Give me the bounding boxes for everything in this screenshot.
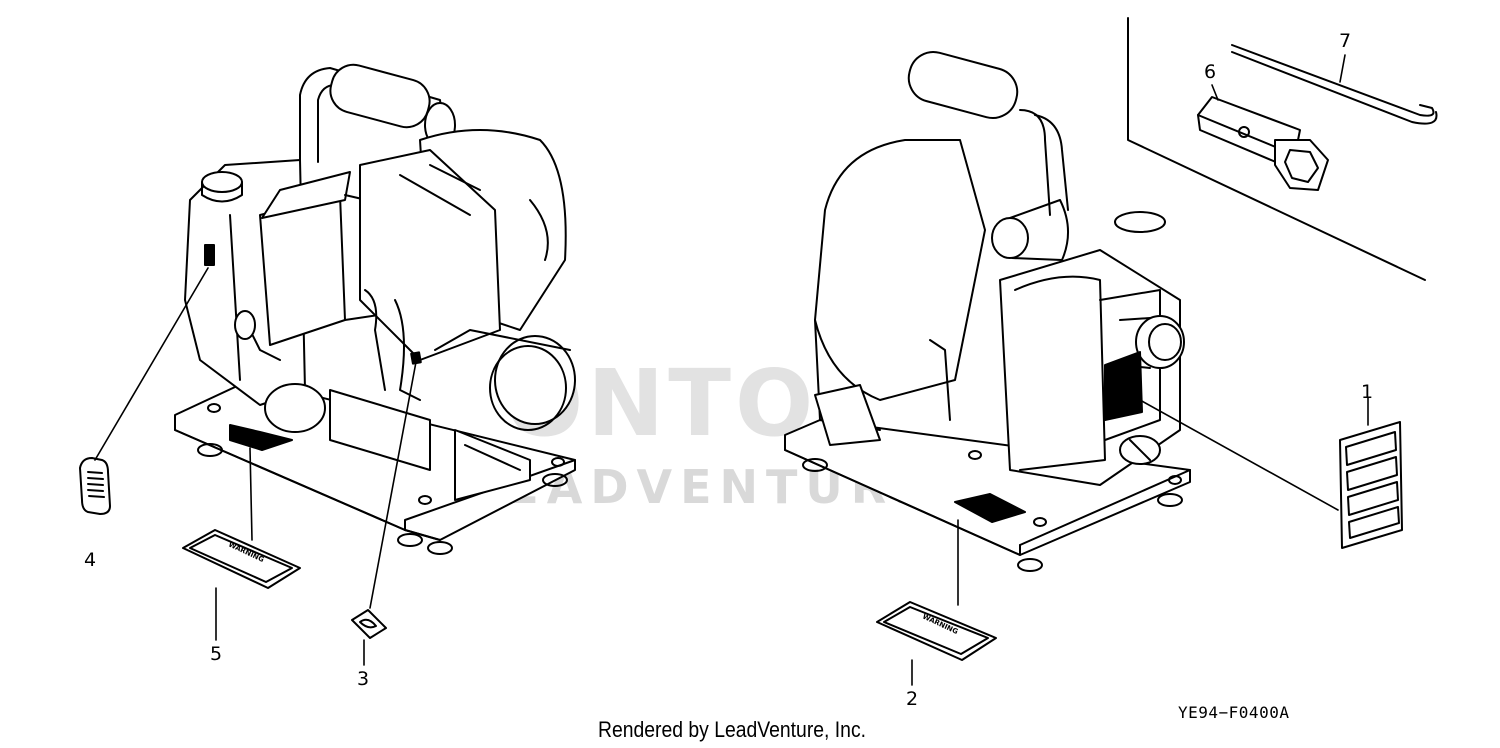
right-pump: [784, 51, 1191, 572]
callout-6[interactable]: 6: [1204, 61, 1217, 83]
part-5-warning-label: [182, 529, 301, 589]
left-pump: [174, 63, 576, 555]
callout-7[interactable]: 7: [1339, 30, 1352, 52]
part-1-label: [1339, 421, 1403, 549]
callout-4[interactable]: 4: [84, 549, 97, 571]
callout-2[interactable]: 2: [906, 688, 919, 710]
callout-3[interactable]: 3: [357, 668, 370, 690]
leader-lines: [94, 54, 1369, 686]
callout-5[interactable]: 5: [210, 643, 223, 665]
diagram-code: YE94−F0400A: [1178, 703, 1290, 722]
render-credit: Rendered by LeadVenture, Inc.: [598, 717, 867, 742]
callout-1[interactable]: 1: [1361, 381, 1374, 403]
tool-set: [1127, 17, 1438, 281]
part-3-sticker: [351, 609, 387, 639]
part-4-label: [79, 457, 111, 515]
part-2-warning-label: [876, 601, 997, 661]
